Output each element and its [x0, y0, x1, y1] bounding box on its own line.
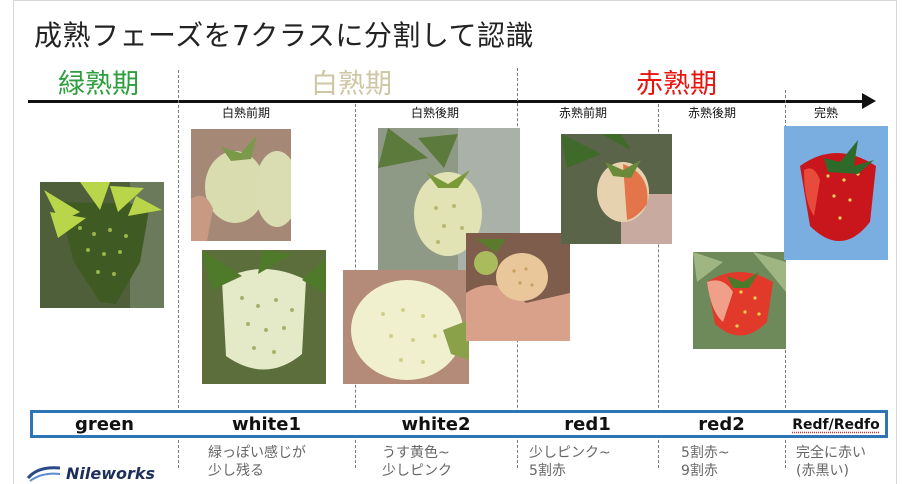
divider-green-white1: [178, 70, 179, 468]
white2-strawberry-pink-photo: [466, 233, 570, 341]
white1-strawberry-photo: [191, 129, 291, 241]
class-label-white1: white1: [232, 414, 301, 435]
nileworks-logo: Nileworks: [26, 462, 155, 484]
class-label-green: green: [75, 414, 134, 435]
period-red-label: 赤熟期: [636, 69, 717, 100]
ripe-strawberry-photo: [784, 126, 888, 260]
substage-label: 赤熟前期: [559, 106, 608, 120]
divider-red1-red2: [658, 104, 659, 468]
substage-label: 白熟前期: [222, 106, 271, 120]
period-white-label: 白熟期: [311, 69, 392, 100]
class-description-red2: 5割赤~ 9割赤: [681, 445, 730, 479]
class-label-red1: red1: [564, 414, 611, 435]
class-label-white2: white2: [401, 414, 471, 435]
white2-strawberry-closeup-photo: [343, 270, 469, 384]
period-green-label: 緑熟期: [58, 69, 139, 100]
nileworks-wave-icon: [26, 466, 61, 482]
substage-label: 白熟後期: [411, 106, 460, 120]
red1-strawberry-photo: [561, 134, 672, 244]
nileworks-logo-text: Nileworks: [66, 463, 156, 483]
timeline-axis: [28, 100, 871, 103]
slide-title: 成熟フェーズを7クラスに分割して認識: [34, 19, 535, 52]
substage-label: 赤熟後期: [688, 106, 737, 120]
class-description-white2: うす黄色~ 少しピンク: [382, 445, 452, 479]
slide-frame: [13, 0, 897, 484]
green-strawberry-photo: [40, 182, 164, 308]
white1-strawberry-closeup-photo: [202, 250, 326, 384]
class-label-bar: [30, 410, 888, 438]
class-description-red1: 少しピンク~ 5割赤: [529, 445, 611, 479]
timeline-arrow-head-icon: [862, 93, 876, 109]
substage-label: 完熟: [814, 106, 839, 120]
class-description-white1: 緑っぽい感じが 少し残る: [208, 445, 306, 479]
class-description-ripe: 完全に赤い (赤黒い): [796, 445, 866, 479]
class-label-red2: red2: [698, 414, 745, 435]
red2-strawberry-photo: [693, 252, 786, 349]
class-label-ripe: Redf/Redfo: [792, 417, 880, 433]
